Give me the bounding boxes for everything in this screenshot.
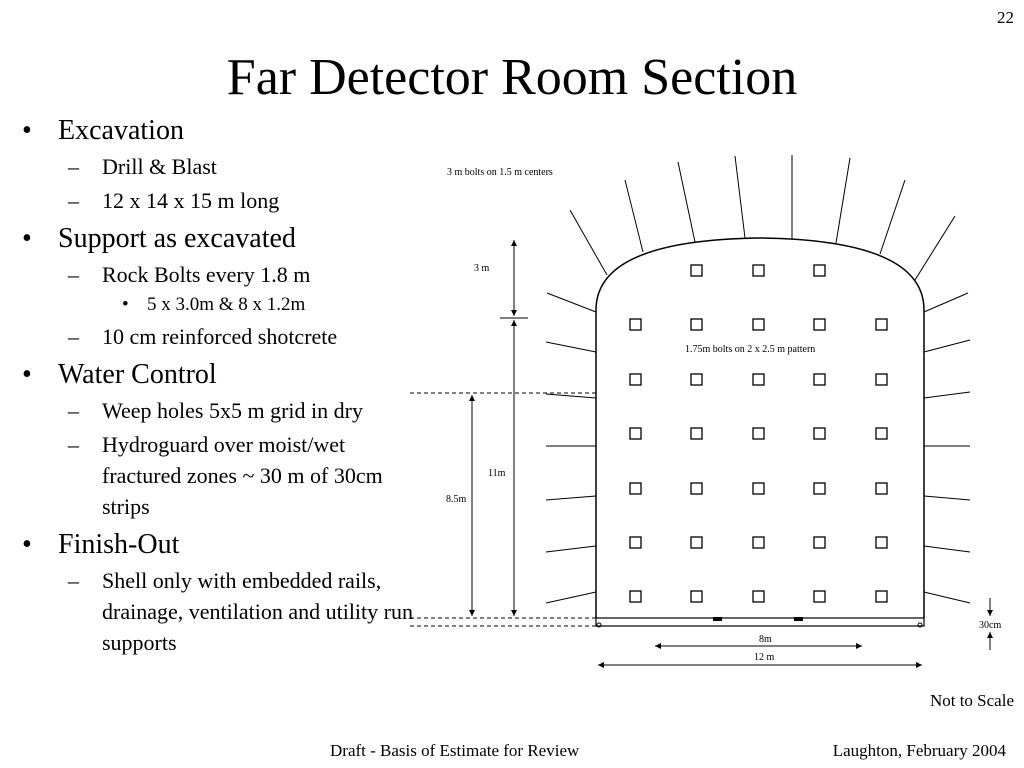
footer-right: Laughton, February 2004 (832, 741, 1006, 760)
bullet-rock-bolts: Rock Bolts every 1.8 m (22, 259, 422, 290)
bullet-dimensions: 12 x 14 x 15 m long (22, 185, 422, 216)
bullet-shotcrete: 10 cm reinforced shotcrete (22, 321, 422, 352)
label-dim-85m: 8.5m (446, 494, 467, 505)
bullet-list: Excavation Drill & Blast 12 x 14 x 15 m … (22, 108, 422, 658)
bullet-drill-blast: Drill & Blast (22, 151, 422, 182)
slide-title: Far Detector Room Section (226, 49, 798, 106)
label-dim-12m: 12 m (754, 652, 775, 663)
bullet-support: Support as excavated (22, 222, 422, 256)
bullet-water-control: Water Control (22, 358, 422, 392)
rail-right (794, 617, 803, 621)
label-dim-8m: 8m (759, 634, 772, 645)
footer-left: Draft - Basis of Estimate for Review (330, 741, 580, 760)
rail-left (713, 617, 722, 621)
room-outline (595, 237, 925, 618)
label-bolts-pattern: 1.75m bolts on 2 x 2.5 m pattern (685, 344, 815, 355)
bullet-shell: Shell only with embedded rails, drainage… (22, 565, 422, 658)
label-bolts-top: 3 m bolts on 1.5 m centers (447, 167, 553, 178)
bullet-finish-out: Finish-Out (22, 528, 422, 562)
weep-hole-grid (629, 264, 888, 603)
bullet-hydroguard: Hydroguard over moist/wet fractured zone… (22, 429, 422, 522)
not-to-scale-note: Not to Scale (929, 691, 1014, 710)
bullet-bolt-counts: 5 x 3.0m & 8 x 1.2m (22, 292, 422, 318)
label-dim-11m: 11m (488, 468, 506, 479)
label-dim-arch: 3 m (474, 263, 490, 274)
bullet-excavation: Excavation (22, 114, 422, 148)
floor-slab (595, 617, 925, 627)
rock-bolts (545, 155, 971, 604)
slide-number: 22 (997, 8, 1014, 27)
label-dim-30cm: 30cm (979, 620, 1001, 631)
bullet-weep-holes: Weep holes 5x5 m grid in dry (22, 395, 422, 426)
